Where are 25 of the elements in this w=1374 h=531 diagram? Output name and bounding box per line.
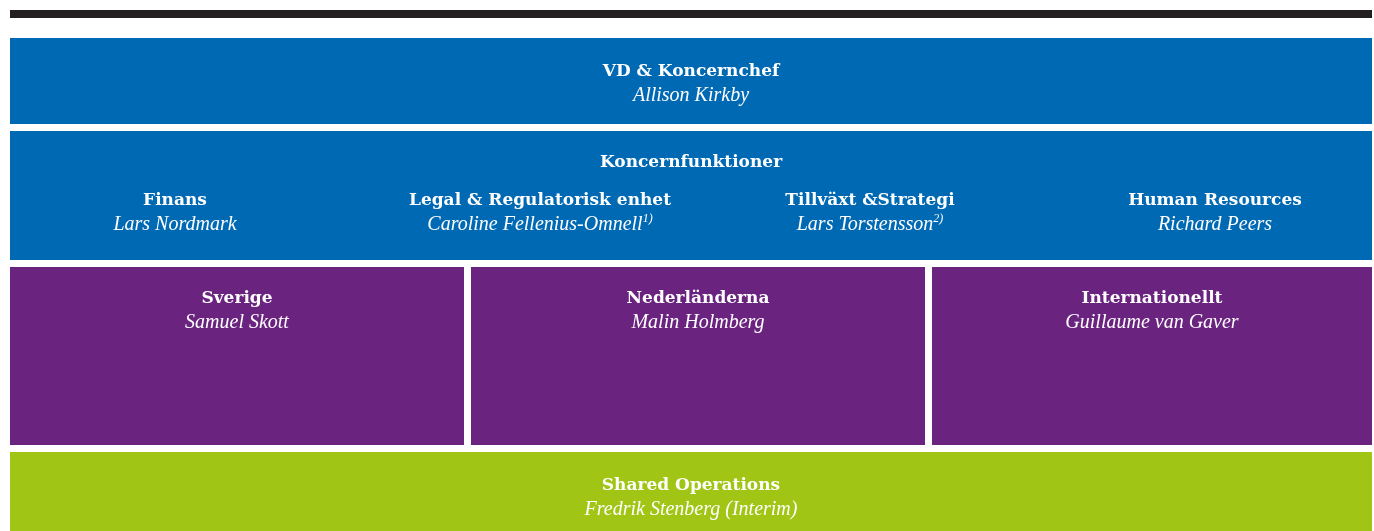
unit-title: Human Resources [1127,188,1303,211]
executive-band [10,38,1372,124]
unit-title: Shared Operations [600,473,782,496]
person-name: Guillaume van Gaver [1064,309,1240,333]
person-name: Malin Holmberg [630,309,766,333]
unit-title: Sverige [200,286,274,309]
person-name: Lars Torstensson$^{2)}$ [795,211,945,235]
unit-title: Nederländerna [625,286,771,309]
person-name: Richard Peers [1156,211,1274,235]
market-box [932,267,1372,445]
market-box [471,267,925,445]
unit-title: Koncernfunktioner [598,150,784,173]
unit-title: VD & Koncernchef [601,59,782,82]
unit-title: Internationellt [1080,286,1224,309]
group-functions-band [10,131,1372,260]
person-name: Caroline Fellenius-Omnell$^{1)}$ [426,211,654,235]
person-name: Allison Kirkby [631,82,751,106]
unit-title: Tillväxt &Strategi [784,188,956,211]
market-box [10,267,464,445]
unit-title: Finans [142,188,208,211]
shared-operations-band [10,452,1372,531]
person-name: Lars Nordmark [112,211,238,235]
unit-title: Legal & Regulatorisk enhet [407,188,673,211]
person-name: Fredrik Stenberg (Interim) [583,496,799,520]
person-name: Samuel Skott [184,309,290,333]
